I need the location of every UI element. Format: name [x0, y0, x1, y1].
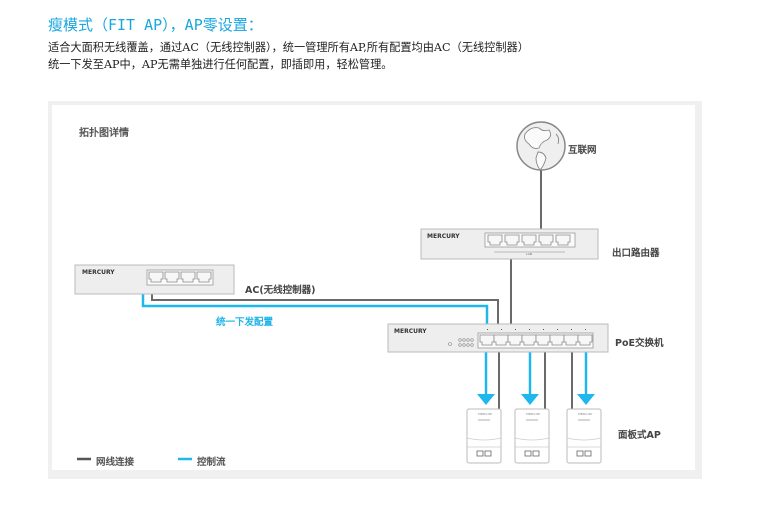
page-title: 瘦模式（FIT AP），AP零设置：	[48, 16, 263, 34]
ac-label: AC(无线控制器)	[245, 285, 316, 296]
cable-lines	[151, 168, 573, 410]
ac-controller-device	[74, 264, 235, 295]
description-line-2: 统一下发至AP中，AP无需单独进行任何配置，即插即用，轻松管理。	[48, 58, 393, 71]
legend-cable-label: 网线连接	[96, 457, 135, 468]
ap-brand: MERCURY	[578, 412, 593, 416]
control-ac-switch	[141, 294, 489, 326]
arrow-down-icon	[477, 394, 495, 405]
arrow-down-icon	[521, 394, 539, 405]
switch-label: PoE交换机	[615, 338, 664, 349]
router-device	[420, 228, 599, 260]
router-brand: MERCURY	[427, 233, 460, 240]
internet-label: 互联网	[568, 145, 597, 156]
panel-ap	[566, 408, 602, 464]
ap-brand: MERCURY	[478, 412, 493, 416]
description-line-1: 适合大面积无线覆盖，通过AC（无线控制器），统一管理所有AP,所有配置均由AC（…	[48, 41, 529, 54]
router-label: 出口路由器	[612, 248, 660, 259]
arrow-down-icon	[577, 394, 595, 405]
router-port-label: LAN	[526, 252, 533, 256]
control-flow-lines	[141, 294, 588, 395]
switch-brand: MERCURY	[394, 328, 427, 335]
panel-ap	[514, 408, 550, 464]
panel-title: 拓扑图详情	[79, 128, 129, 139]
ap-label: 面板式AP	[618, 430, 661, 441]
poe-switch-device	[387, 323, 609, 353]
ap-brand: MERCURY	[526, 412, 541, 416]
cable-ac-switch	[151, 294, 499, 326]
ac-brand: MERCURY	[82, 269, 115, 276]
globe-icon	[516, 121, 566, 171]
control-arrows	[477, 394, 595, 405]
control-flow-label: 统一下发配置	[216, 317, 274, 328]
panel-ap-devices	[466, 408, 602, 464]
panel-ap	[466, 408, 502, 464]
legend-control-label: 控制流	[197, 457, 226, 468]
description: 适合大面积无线覆盖，通过AC（无线控制器），统一管理所有AP,所有配置均由AC（…	[48, 39, 529, 73]
